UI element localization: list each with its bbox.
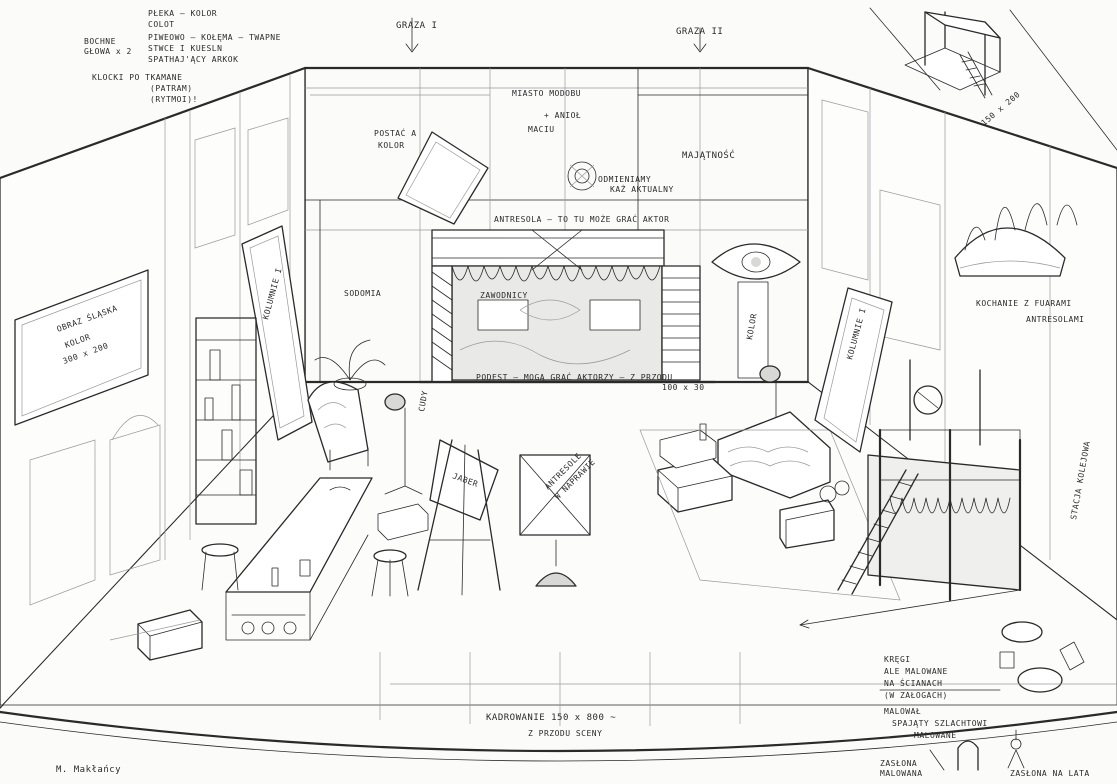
note-br-1: KRĘGI [884,655,911,664]
note-top-left-4: STWCE I KUESLN [148,44,222,53]
note-top-left-6: KLOCKI PO TKAMANE [92,73,182,82]
coffee-table [657,457,733,513]
left-shelf [195,317,257,525]
note-zaslona-1: ZASŁONA [880,759,917,768]
note-side-2: GŁOWA x 2 [84,47,132,56]
label-maciu: MACIU [528,125,555,134]
work-table [225,477,373,641]
label-majatnosc: MAJĄTNOŚĆ [682,149,735,161]
floor-lamp-left [384,393,423,495]
label-podest: PODEST – MOGĄ GRAĆ AKTORZY – Z PRZODU [476,371,673,382]
central-antresola [418,229,717,384]
label-kadrowanie: KADROWANIE 150 x 800 ~ [486,713,616,723]
zaslona-icons [957,729,1025,771]
note-top-left-3: PIWEOWO – KOŁĘMA – TWAPNE [148,33,281,42]
label-aniol: + ANIOŁ [544,111,581,120]
guide-lines [109,17,1117,771]
note-br-6: SPAJĄTY SZLACHTOWI [892,719,988,728]
annotations: PŁEKA – KOLOR COLOT PIWEOWO – KOŁĘMA – T… [55,9,1092,778]
easel [417,439,501,596]
label-kochanie-1: KOCHANIE Z FUARAMI [976,299,1072,308]
note-top-left-7: (PATRAM) [150,84,193,93]
stage-front-edge-2 [0,721,1117,762]
right-scaffold [837,359,1022,602]
note-top-left-1: PŁEKA – KOLOR [148,9,217,18]
note-br-2: ALE MALOWANE [884,667,948,676]
label-postac-2: KOLOR [378,141,405,150]
crate-right [779,499,835,549]
label-odmieniamy-1: ODMIENIAMY [598,175,651,184]
note-br-4: (W ZAŁOGACH) [884,691,948,700]
note-br-5: MALOWAŁ [884,707,921,716]
crate-mid [377,503,429,541]
fern-basket [954,203,1078,277]
label-kadrowanie-sub: Z PRZODU SCENY [528,729,602,738]
tilted-frame [397,131,489,225]
armchair [307,381,369,471]
back-wall-panels [303,67,810,384]
note-top-left-5: SPATHAJ'ĄCY ARKOK [148,55,238,64]
toilet-prop [999,621,1085,693]
left-wall-panels [14,75,291,606]
note-br-3: NA ŚCIANACH [884,677,942,688]
note-top-left-8: (RYTMOI)! [150,95,198,104]
label-antresola-note: ANTRESOLA – TO TU MOŻE GRAĆ AKTOR [494,213,669,224]
label-groza-1: GRAZA I [396,21,437,31]
note-top-left-2: COLOT [148,20,175,29]
right-rug [639,429,901,601]
label-sodomia: SODOMIA [344,289,381,298]
left-mirror [241,225,313,441]
note-zaslona-right: ZASŁONA NA LATA [1010,769,1090,778]
note-zaslona-2: MALOWANA [880,769,923,778]
palm-plant [314,339,386,391]
crate-left [137,609,203,661]
label-cudy: CUDY [417,390,430,413]
label-zawodnicy: ZAWODNICY [480,291,528,300]
label-miasto: MIASTO MODOBU [512,89,581,98]
stool-left [201,543,239,591]
note-br-7: MALOWANE [914,731,957,740]
label-postac-1: POSTAĆ A [374,127,417,138]
stage-front-edge [0,710,1117,753]
left-wall-painting [14,269,149,426]
label-odmieniamy-2: KAŻ AKTUALNY [610,184,674,194]
artist-signature: M. Makłańcy [56,765,121,775]
top-right-scaffold-sketch [869,7,1117,151]
label-kochanie-2: ANTRESOLAMI [1026,315,1084,324]
stage-walls [0,66,1117,762]
label-groza-2: GRAZA II [676,27,723,37]
label-podest-dim: 100 x 30 [662,383,705,392]
stool-mid [371,549,409,597]
label-dim-top-right: 150 x 200 [980,90,1022,128]
note-side-1: BOCHNE [84,37,116,46]
circle-ornament [567,161,597,191]
hanging-lamp [535,539,577,587]
right-mirror [814,287,893,453]
floor-square [519,454,591,536]
eye-sign [711,243,801,379]
